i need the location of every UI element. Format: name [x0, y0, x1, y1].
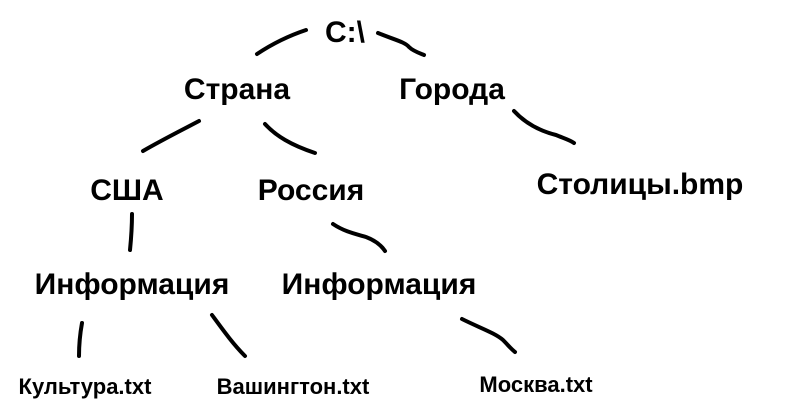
edge-goroda-to-capitals: [512, 109, 576, 145]
edge-root-to-strana: [255, 28, 308, 56]
node-root: C:\: [325, 16, 366, 49]
edge-usa-info-to-washington: [210, 313, 247, 358]
node-washington-file: Вашингтон.txt: [217, 374, 370, 399]
node-usa-info: Информация: [35, 268, 230, 301]
node-capitals-file: Столицы.bmp: [537, 168, 744, 201]
edge-russia-info-to-moscow: [460, 317, 517, 354]
edge-russia-to-info: [331, 222, 387, 253]
edge-strana-to-russia: [263, 122, 317, 155]
edge-strana-to-usa: [141, 119, 201, 153]
node-strana: Страна: [184, 73, 290, 106]
edge-usa-to-info: [128, 212, 134, 252]
node-russia: Россия: [258, 174, 365, 207]
node-moscow-file: Москва.txt: [479, 372, 593, 397]
edge-usa-info-to-culture: [77, 321, 84, 358]
node-usa: США: [90, 174, 163, 207]
node-culture-file: Культура.txt: [19, 374, 153, 399]
node-goroda: Города: [399, 73, 505, 106]
edge-root-to-goroda: [376, 31, 426, 57]
node-russia-info: Информация: [282, 268, 477, 301]
